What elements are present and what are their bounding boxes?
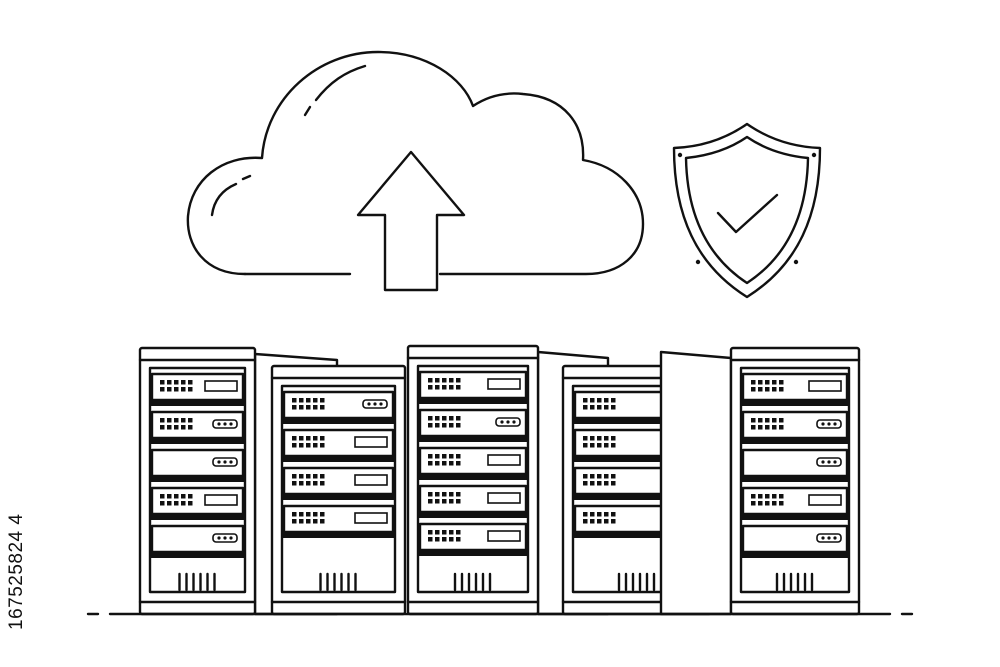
server-unit: [150, 448, 245, 482]
server-unit: [741, 410, 849, 444]
server-racks: [138, 344, 861, 616]
server-unit: [282, 466, 395, 500]
server-unit: [741, 486, 849, 520]
server-unit: [418, 484, 528, 518]
server-unit: [282, 428, 395, 462]
server-unit: [418, 370, 528, 404]
server-unit: [741, 524, 849, 558]
server-unit: [741, 372, 849, 406]
upload-arrow-icon: [356, 150, 466, 292]
stock-id-text: 167525824 4: [6, 513, 27, 630]
server-rack-icon: [659, 346, 861, 616]
server-unit: [418, 522, 528, 556]
cloud-upload-icon: [186, 50, 645, 292]
server-unit: [150, 372, 245, 406]
server-unit: [150, 486, 245, 520]
server-unit: [418, 408, 528, 442]
server-unit: [741, 448, 849, 482]
server-rack-icon: [270, 364, 407, 616]
server-unit: [150, 524, 245, 558]
shield-check-icon: [672, 122, 822, 299]
server-unit: [282, 504, 395, 538]
server-unit: [418, 446, 528, 480]
server-unit: [282, 390, 395, 424]
check-mark-icon: [716, 193, 779, 234]
server-unit: [150, 410, 245, 444]
stock-id-label: 167525824 4: [4, 420, 32, 630]
